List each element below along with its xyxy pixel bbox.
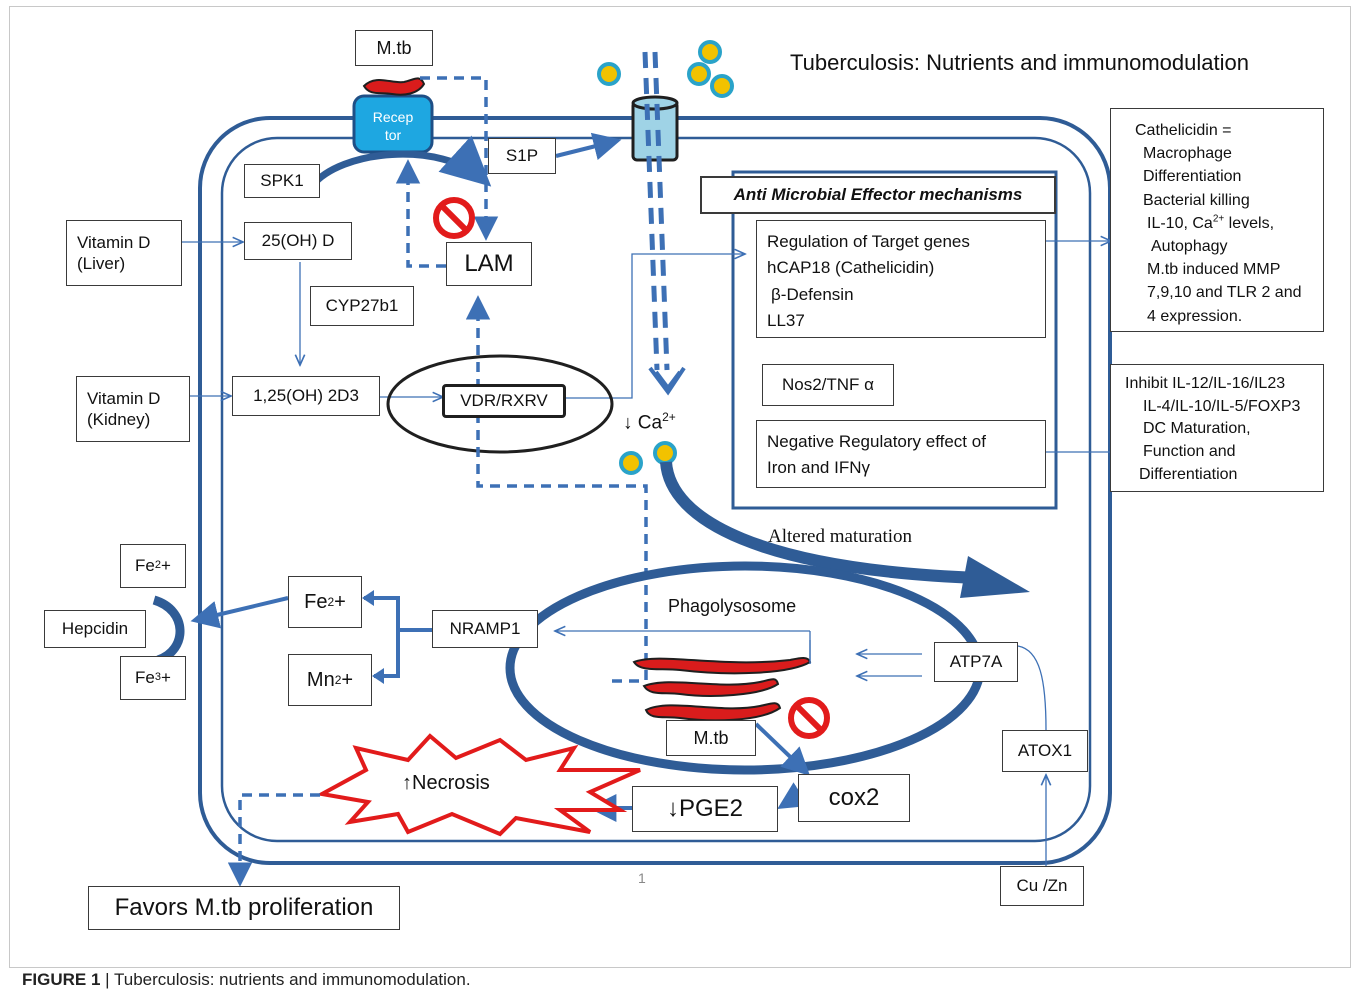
cu-zn-box: Cu /Zn xyxy=(1000,866,1084,906)
figure-caption: FIGURE 1 | Tuberculosis: nutrients and i… xyxy=(22,970,471,989)
inhibit-symbol-lam xyxy=(433,197,475,239)
mtb-to-cox2-arrow xyxy=(754,722,811,776)
oh25d-box: 25(OH) D xyxy=(244,222,352,260)
cox2-to-pge2-arrow xyxy=(777,782,809,809)
atox1-box: ATOX1 xyxy=(1002,730,1088,772)
ion-path-right xyxy=(652,51,670,371)
atox1-to-atp7a-line xyxy=(1017,645,1047,731)
page-number: 1 xyxy=(638,870,646,886)
fe2-to-hepcidin-arrow xyxy=(190,596,289,629)
necrosis-to-favors-dashed xyxy=(227,793,320,887)
negative-regulatory-box: Negative Regulatory effect of Iron and I… xyxy=(756,420,1046,488)
target-genes-box: Regulation of Target genes hCAP18 (Cathe… xyxy=(756,220,1046,338)
altered-maturation-arrowhead xyxy=(960,556,1030,598)
spk1-curved-arrow xyxy=(309,135,492,189)
receptor-label: Recep tor xyxy=(372,109,414,144)
effector-title-box: Anti Microbial Effector mechanisms xyxy=(700,176,1056,214)
altered-maturation-label: Altered maturation xyxy=(768,526,913,547)
s1p-to-channel-arrow xyxy=(555,132,622,161)
nramp1-to-fe-mn-arrows xyxy=(364,596,432,678)
oh125d3-box: 1,25(OH) 2D3 xyxy=(232,376,380,416)
calcium-ions xyxy=(597,40,734,475)
spk1-box: SPK1 xyxy=(244,164,320,198)
mtb-bacterium-receptor xyxy=(362,77,426,96)
favors-proliferation-box: Favors M.tb proliferation xyxy=(88,886,400,930)
atp7a-box: ATP7A xyxy=(934,642,1018,682)
altered-maturation-arrow xyxy=(660,461,981,584)
ion-entry-arrowhead xyxy=(648,366,686,396)
necrosis-burst xyxy=(316,733,641,837)
hepcidin-box: Hepcidin xyxy=(44,610,146,648)
vdr-to-genes-arrow xyxy=(566,254,744,399)
cyp27b1-box: CYP27b1 xyxy=(310,286,414,326)
ion-channel xyxy=(631,95,679,162)
nramp1-mn-head xyxy=(372,668,384,684)
ion-path-left xyxy=(642,51,660,371)
vitamin-d-kidney-box: Vitamin D (Kidney) xyxy=(76,376,190,442)
mtb-bacteria-inner xyxy=(632,657,812,722)
calcium-label: ↓ Ca2+ xyxy=(623,410,676,434)
mtb-inner-box: M.tb xyxy=(666,720,756,756)
nos2-tnf-box: Nos2/TNF α xyxy=(762,364,894,406)
lam-box: LAM xyxy=(446,242,532,286)
effector-panel xyxy=(731,170,1058,510)
s1p-box: S1P xyxy=(488,138,556,174)
nramp1-fe-head xyxy=(362,590,374,606)
pge2-box: ↓PGE2 xyxy=(632,786,778,832)
hepcidin-curved-arrow xyxy=(152,595,185,665)
right-outcome-box-bottom: Inhibit IL-12/IL-16/IL23 IL-4/IL-10/IL-5… xyxy=(1110,364,1324,492)
necrosis-label: ↑Necrosis xyxy=(402,772,490,794)
phago-to-lam-dashed xyxy=(465,295,648,680)
nramp1-box: NRAMP1 xyxy=(432,610,538,648)
mtb-top-box: M.tb xyxy=(355,30,433,66)
lam-to-receptor-dashed xyxy=(395,159,446,268)
vdr-rxrv-box: VDR/RXRV xyxy=(442,384,566,418)
vitamin-d-liver-box: Vitamin D (Liver) xyxy=(66,220,182,286)
inhibit-symbol-mtb xyxy=(788,697,830,739)
vdr-ellipse xyxy=(386,354,614,454)
cox2-box: cox2 xyxy=(798,774,910,822)
phagolysosome-label: Phagolysosome xyxy=(668,596,797,616)
diagram-title: Tuberculosis: Nutrients and immunomodula… xyxy=(790,50,1249,75)
right-outcome-box-top: Cathelicidin = Macrophage Differentiatio… xyxy=(1110,108,1324,332)
